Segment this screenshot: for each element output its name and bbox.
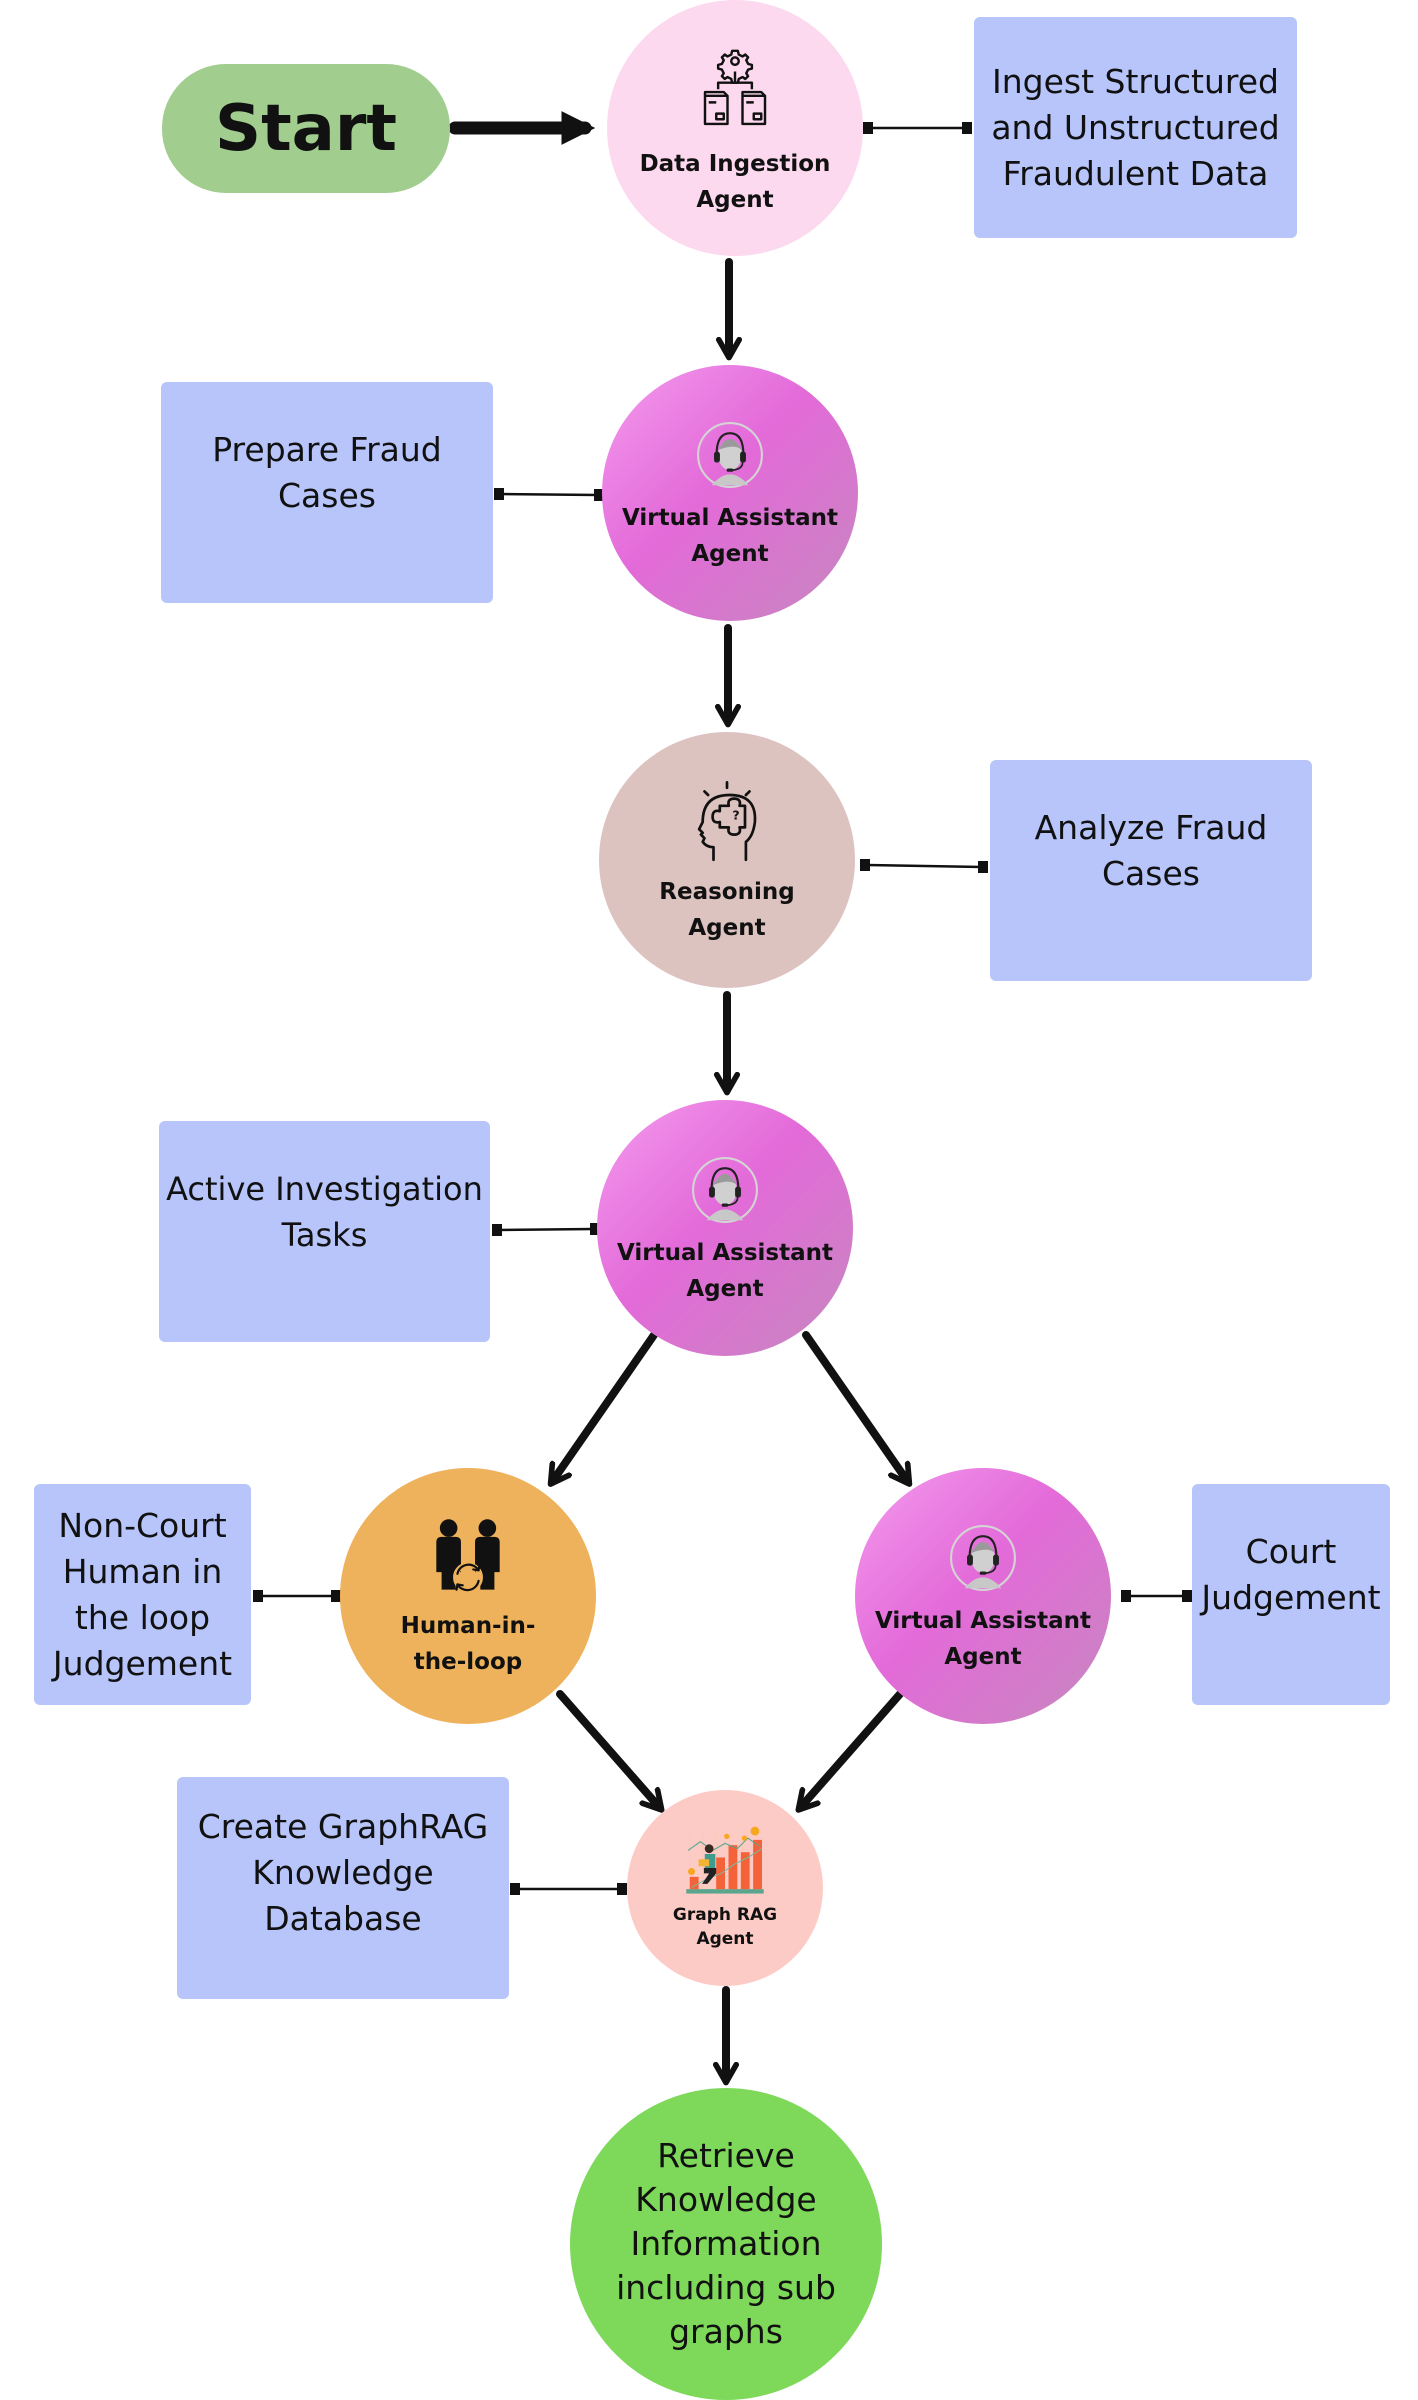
connector-noncourt-to-human [253, 1590, 341, 1602]
task-line: Create GraphRAG [197, 1807, 489, 1846]
task-line: Cases [1102, 853, 1200, 893]
connector-va3-to-court [1121, 1590, 1192, 1602]
arrow-human-to-graphrag [556, 1690, 660, 1808]
reasoning-agent-node[interactable]: ? Reasoning Agent [599, 732, 855, 988]
retrieve-knowledge-node[interactable]: Retrieve Knowledge Information including… [570, 2088, 882, 2400]
task-court-judgement[interactable]: Court Judgement [1192, 1484, 1390, 1705]
arrow-va2-to-va3 [802, 1331, 908, 1482]
task-analyze-fraud-cases[interactable]: Analyze Fraud Cases [990, 760, 1312, 981]
task-active-investigation[interactable]: Active Investigation Tasks [159, 1121, 490, 1342]
task-line: the loop [74, 1597, 211, 1637]
retrieve-knowledge-label: Retrieve Knowledge Information including… [616, 2136, 836, 2351]
growth-chart-icon [686, 1826, 764, 1894]
task-line: Active Investigation [166, 1169, 483, 1208]
gear-folders-icon [703, 49, 767, 126]
virtual-assistant-agent-node-3[interactable]: Virtual Assistant Agent [855, 1468, 1111, 1724]
connector-prepare-to-va1 [494, 488, 604, 501]
people-sync-icon [436, 1519, 500, 1593]
start-label: Start [214, 91, 398, 166]
virtual-assistant-agent-node-2[interactable]: Virtual Assistant Agent [597, 1100, 853, 1356]
graph-rag-agent-label: Graph RAG Agent [672, 1905, 778, 1949]
connector-graphrag-task-to-graphrag [510, 1883, 627, 1895]
head-puzzle-icon: ? [697, 781, 757, 862]
task-line: Analyze Fraud [1034, 807, 1268, 847]
task-prepare-fraud-cases[interactable]: Prepare Fraud Cases [161, 382, 493, 603]
connector-reasoning-to-analyze [860, 859, 988, 873]
task-line: Cases [278, 475, 376, 515]
arrow-va2-to-human [552, 1331, 658, 1482]
task-line: Ingest Structured [992, 61, 1279, 101]
human-in-the-loop-node[interactable]: Human-in-the-loop [340, 1468, 596, 1724]
task-line: Judgement [52, 1643, 233, 1683]
task-line: Judgement [1201, 1577, 1381, 1617]
task-line: Non-Court [58, 1505, 227, 1545]
human-in-the-loop-label: Human-in-the-loop [400, 1613, 536, 1675]
task-line: and Unstructured [991, 107, 1280, 147]
headset-agent-icon [950, 1525, 1016, 1591]
task-line: Tasks [281, 1215, 368, 1254]
virtual-assistant-agent-label-3: Virtual Assistant Agent [874, 1608, 1092, 1670]
headset-agent-icon [692, 1157, 758, 1223]
start-node[interactable]: Start [162, 64, 450, 193]
task-line: Court [1245, 1531, 1337, 1571]
connector-ingestion-to-ingest-task [863, 122, 972, 134]
data-ingestion-agent-node[interactable]: Data Ingestion Agent [607, 0, 863, 256]
task-line: Fraudulent Data [1002, 153, 1269, 193]
task-line: Prepare Fraud [212, 429, 442, 469]
data-ingestion-agent-label: Data Ingestion Agent [639, 151, 831, 213]
graph-rag-agent-node[interactable]: Graph RAG Agent [627, 1790, 823, 1986]
virtual-assistant-agent-label-2: Virtual Assistant Agent [616, 1240, 834, 1302]
task-line: Database [264, 1899, 422, 1938]
task-line: Knowledge [252, 1853, 434, 1892]
svg-text:?: ? [732, 807, 739, 822]
arrow-va3-to-graphrag [800, 1690, 904, 1808]
headset-agent-icon [697, 422, 763, 488]
connector-active-to-va2 [492, 1223, 600, 1236]
task-ingest-data[interactable]: Ingest Structured and Unstructured Fraud… [974, 17, 1297, 238]
reasoning-agent-label: Reasoning Agent [659, 879, 795, 941]
task-create-graphrag-database[interactable]: Create GraphRAG Knowledge Database [177, 1777, 509, 1999]
task-line: Human in [62, 1551, 223, 1591]
virtual-assistant-agent-node-1[interactable]: Virtual Assistant Agent [602, 365, 858, 621]
virtual-assistant-agent-label-1: Virtual Assistant Agent [621, 505, 839, 567]
task-non-court-judgement[interactable]: Non-Court Human in the loop Judgement [34, 1484, 251, 1705]
